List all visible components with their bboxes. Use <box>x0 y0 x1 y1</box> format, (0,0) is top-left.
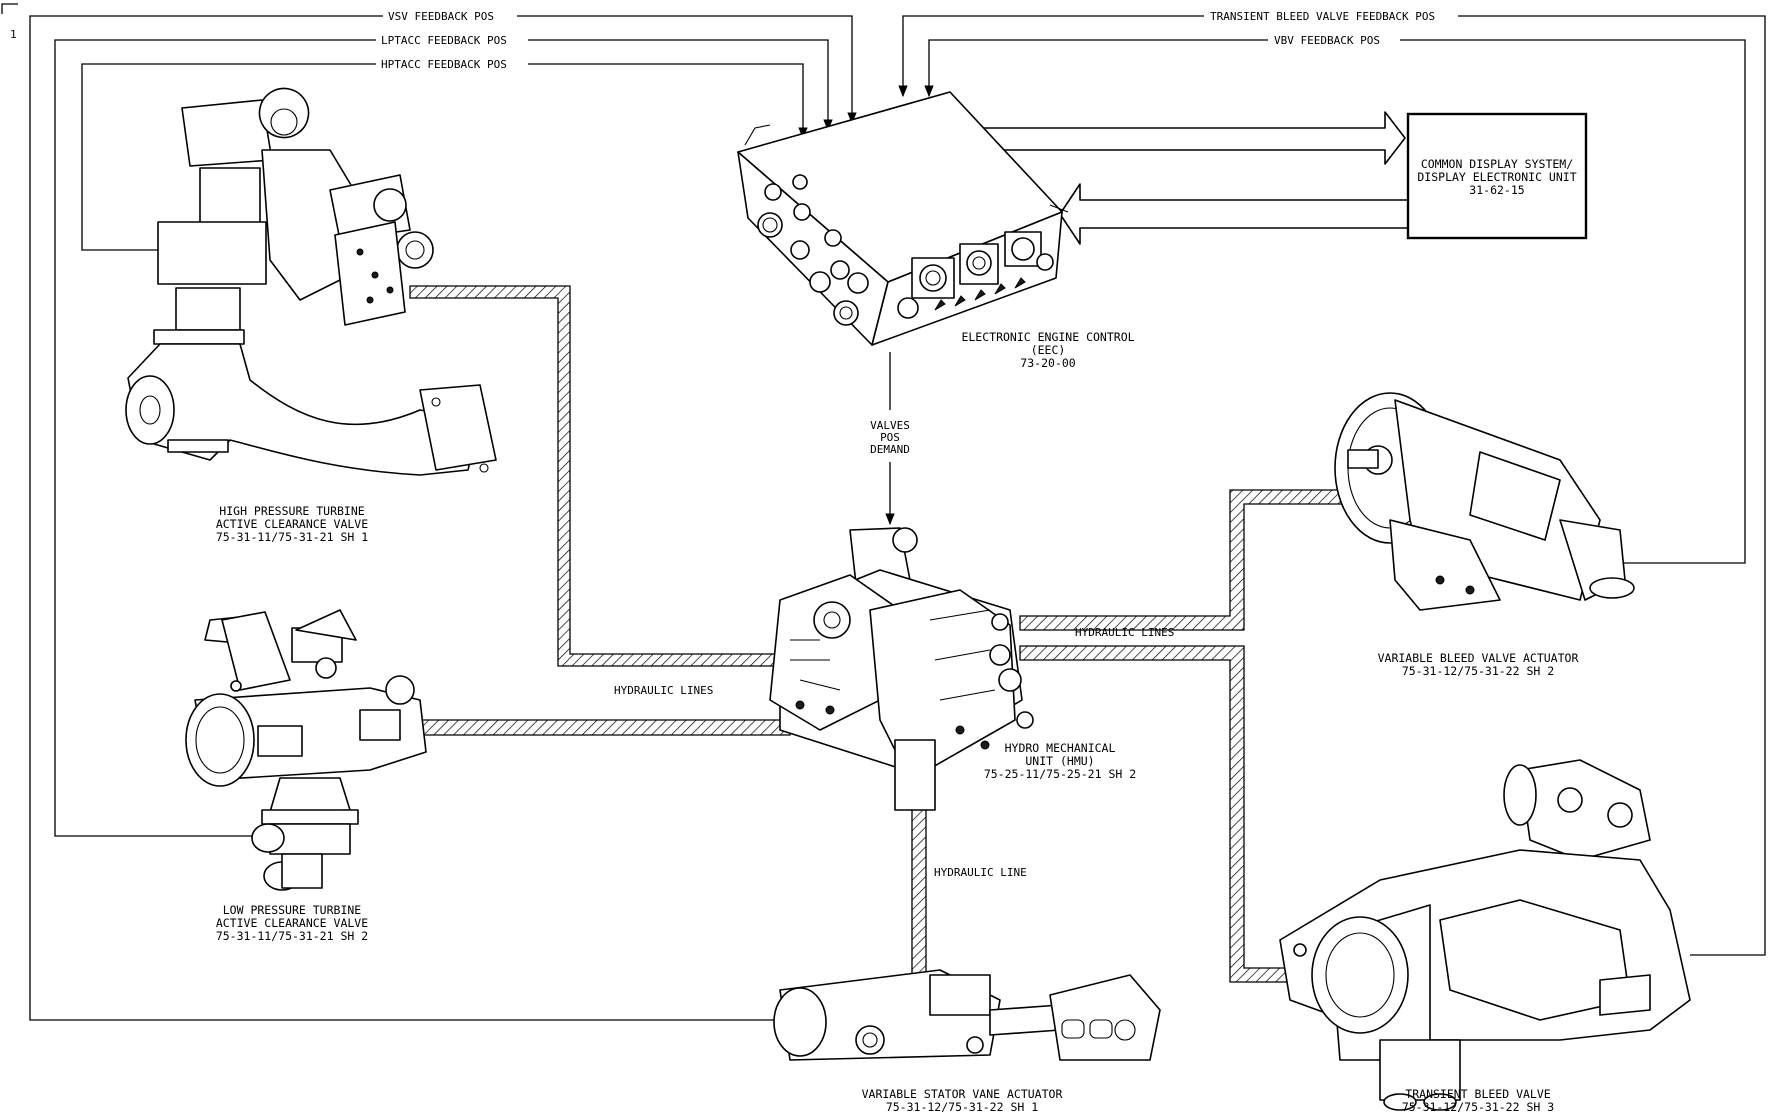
vbv-label-line1: VARIABLE BLEED VALVE ACTUATOR <box>1378 651 1579 665</box>
cds-label-line3: 31-62-15 <box>1469 183 1524 197</box>
cds-label-line2: DISPLAY ELECTRONIC UNIT <box>1417 170 1576 184</box>
hydraulic-pipe-vbv <box>1019 489 1346 631</box>
vsv-actuator: VARIABLE STATOR VANE ACTUATOR 75-31-12/7… <box>773 969 1161 1114</box>
hmu-label-line3: 75-25-11/75-25-21 SH 2 <box>984 767 1136 781</box>
hptacc-label-line3: 75-31-11/75-31-21 SH 1 <box>216 530 368 544</box>
vbv-feedback-label: VBV FEEDBACK POS <box>1274 34 1380 47</box>
hptacc-feedback-label: HPTACC FEEDBACK POS <box>381 58 507 71</box>
hptacc-valve: HIGH PRESSURE TURBINE ACTIVE CLEARANCE V… <box>125 87 497 544</box>
eec-label-line2: (EEC) <box>1031 343 1066 357</box>
eec-to-cds-arrow <box>979 111 1406 165</box>
tbv-feedback-wire: TRANSIENT BLEED VALVE FEEDBACK POS <box>898 8 1766 956</box>
sheet-marker: 1 <box>10 28 17 41</box>
hydraulic-pipe-vsv <box>911 799 927 986</box>
lptacc-valve: LOW PRESSURE TURBINE ACTIVE CLEARANCE VA… <box>185 609 427 943</box>
valves-demand-line1: VALVES <box>870 419 910 432</box>
lptacc-label-line3: 75-31-11/75-31-21 SH 2 <box>216 929 368 943</box>
eec-label-line1: ELECTRONIC ENGINE CONTROL <box>961 330 1134 344</box>
eec-connectors-left <box>757 174 869 326</box>
lptacc-feedback-label: LPTACC FEEDBACK POS <box>381 34 507 47</box>
eec-connectors-right <box>897 231 1054 319</box>
hydraulic-line-down-label: HYDRAULIC LINE <box>934 866 1027 879</box>
hydraulic-pipe-lptacc <box>419 719 791 736</box>
hydraulic-lines-right-label: HYDRAULIC LINES <box>1075 626 1174 639</box>
cds-to-eec-arrow <box>1059 183 1409 245</box>
lptacc-label-line1: LOW PRESSURE TURBINE <box>223 903 362 917</box>
vbv-feedback-wire: VBV FEEDBACK POS <box>924 32 1746 564</box>
valves-demand-line3: DEMAND <box>870 443 910 456</box>
cds-box: COMMON DISPLAY SYSTEM/ DISPLAY ELECTRONI… <box>1406 112 1588 240</box>
hydraulic-pipe-tbv <box>1019 645 1291 983</box>
vsv-label-line1: VARIABLE STATOR VANE ACTUATOR <box>862 1087 1063 1101</box>
hydraulic-pipe-hptacc <box>409 285 781 667</box>
vbv-actuator: VARIABLE BLEED VALVE ACTUATOR 75-31-12/7… <box>1334 392 1635 678</box>
hmu-label-line1: HYDRO MECHANICAL <box>1005 741 1116 755</box>
tbv-label-line1: TRANSIENT BLEED VALVE <box>1405 1087 1550 1101</box>
tbv-unit: TRANSIENT BLEED VALVE 75-31-12/75-31-22 … <box>1279 759 1691 1114</box>
cds-label-line1: COMMON DISPLAY SYSTEM/ <box>1421 157 1573 171</box>
vsv-label-line2: 75-31-12/75-31-22 SH 1 <box>886 1100 1038 1114</box>
lptacc-label-line2: ACTIVE CLEARANCE VALVE <box>216 916 368 930</box>
hptacc-label-line1: HIGH PRESSURE TURBINE <box>219 504 364 518</box>
lptacc-feedback-wire: LPTACC FEEDBACK POS <box>54 32 833 837</box>
hmu-label-line2: UNIT (HMU) <box>1025 754 1094 768</box>
hptacc-label-line2: ACTIVE CLEARANCE VALVE <box>216 517 368 531</box>
hptacc-feedback-wire: HPTACC FEEDBACK POS <box>81 56 808 251</box>
tbv-feedback-label: TRANSIENT BLEED VALVE FEEDBACK POS <box>1210 10 1435 23</box>
tbv-label-line2: 75-31-12/75-31-22 SH 3 <box>1402 1100 1554 1114</box>
valves-demand-line2: POS <box>880 431 900 444</box>
eec-unit: ELECTRONIC ENGINE CONTROL (EEC) 73-20-00 <box>737 91 1135 370</box>
eec-label-line3: 73-20-00 <box>1020 356 1075 370</box>
sheet-corner-mark <box>1 3 18 14</box>
hmu-unit: HYDRO MECHANICAL UNIT (HMU) 75-25-11/75-… <box>769 527 1136 811</box>
vsv-feedback-label: VSV FEEDBACK POS <box>388 10 494 23</box>
valves-demand-signal: VALVES POS DEMAND <box>870 352 910 526</box>
vbv-label-line2: 75-31-12/75-31-22 SH 2 <box>1402 664 1554 678</box>
vsv-feedback-wire: VSV FEEDBACK POS <box>29 8 857 1021</box>
hydraulic-lines-left-label: HYDRAULIC LINES <box>614 684 713 697</box>
